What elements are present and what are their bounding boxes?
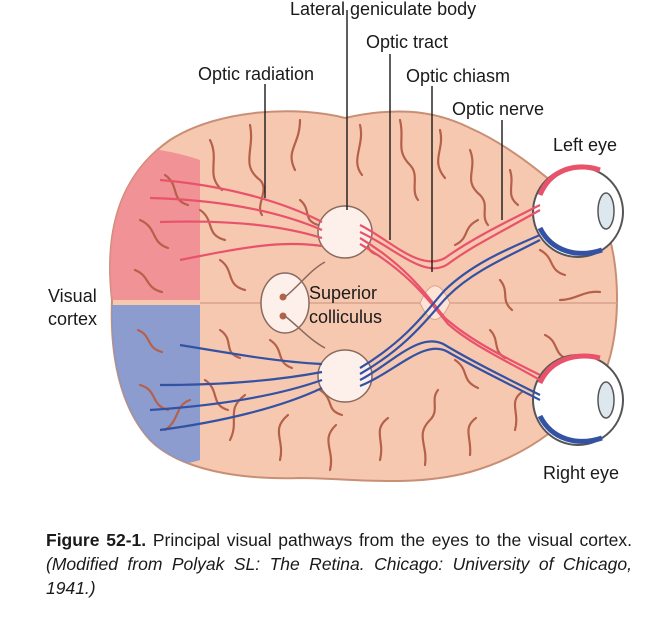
- pathways-red: [149, 178, 541, 381]
- label-optic-tract: Optic tract: [366, 32, 448, 52]
- label-right-eye: Right eye: [543, 463, 619, 483]
- right-eye: [532, 353, 624, 446]
- figure-number: Figure 52-1.: [46, 530, 147, 550]
- caption-text: Principal visual pathways from the eyes …: [146, 530, 632, 550]
- label-lateral-geniculate-body: Lateral geniculate body: [290, 0, 476, 19]
- pathways-blue: [149, 233, 541, 432]
- label-optic-radiation: Optic radiation: [198, 64, 314, 84]
- superior-colliculus: [260, 272, 310, 334]
- lateral-geniculate-body-lower: [317, 349, 373, 403]
- figure-caption: Figure 52-1. Principal visual pathways f…: [46, 528, 632, 600]
- label-visual-cortex-line2: cortex: [48, 309, 97, 329]
- label-visual-cortex-line1: Visual: [48, 286, 97, 306]
- label-left-eye: Left eye: [553, 135, 617, 155]
- leader-lines: [264, 10, 503, 272]
- left-eye: [532, 164, 624, 258]
- brain-outline: [109, 110, 618, 483]
- visual-cortex-red: [110, 148, 200, 300]
- label-optic-nerve: Optic nerve: [452, 99, 544, 119]
- lateral-geniculate-body-upper: [317, 205, 373, 259]
- label-optic-chiasm: Optic chiasm: [406, 66, 510, 86]
- label-superior-colliculus-line1: Superior: [309, 283, 377, 303]
- caption-source: (Modified from Polyak SL: The Retina. Ch…: [46, 554, 632, 598]
- visual-pathway-diagram: Lateral geniculate body Optic tract Opti…: [48, 0, 624, 483]
- label-superior-colliculus-line2: colliculus: [309, 307, 382, 327]
